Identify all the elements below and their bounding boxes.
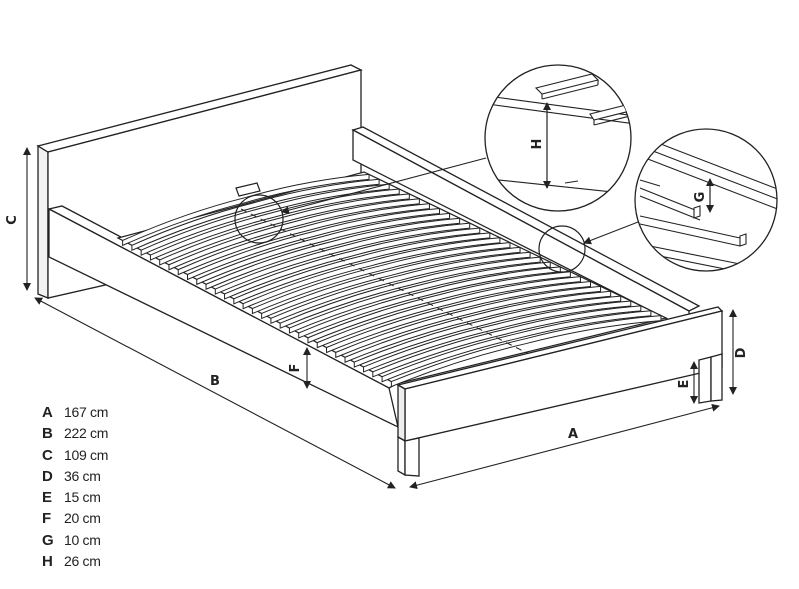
slat <box>353 295 622 368</box>
slat <box>251 242 511 315</box>
slat <box>159 193 410 266</box>
label-h: H <box>530 139 545 150</box>
slat <box>326 280 591 354</box>
legend-key: B <box>42 425 53 443</box>
slat-base <box>116 171 668 388</box>
legend-row-g: G 10 cm <box>42 530 202 551</box>
label-g: G <box>693 192 708 203</box>
legend-value: 26 cm <box>64 553 101 570</box>
slat <box>224 227 481 300</box>
legend-key: E <box>42 489 53 507</box>
label-a: A <box>568 427 578 442</box>
slat <box>372 305 642 378</box>
slat-bracket <box>235 182 261 197</box>
detail-callout-g: G <box>634 128 778 272</box>
slat <box>270 251 531 325</box>
slat <box>335 285 602 359</box>
legend-key: D <box>42 467 53 485</box>
legend-key: F <box>42 510 52 528</box>
leader-lines <box>281 157 639 245</box>
label-d: D <box>734 347 749 358</box>
dimension-lines <box>23 147 737 490</box>
legend-value: 15 cm <box>64 489 101 506</box>
slat <box>205 217 461 290</box>
slat <box>381 310 652 383</box>
legend-value: 109 cm <box>64 446 109 463</box>
slat <box>233 232 491 305</box>
slat <box>122 173 370 247</box>
legend-key: C <box>42 446 53 464</box>
slat <box>187 207 440 281</box>
slat <box>196 212 451 286</box>
slat <box>177 203 430 276</box>
detail-marker-g <box>234 194 284 244</box>
legend-key: G <box>42 531 54 549</box>
slat <box>363 300 632 373</box>
slat <box>261 246 521 320</box>
legend-row-a: A 167 cm <box>42 402 202 423</box>
slat <box>242 237 501 310</box>
legend-row-e: E 15 cm <box>42 487 202 508</box>
legend-row-h: H 26 cm <box>42 551 202 572</box>
detail-marker-h <box>538 225 586 273</box>
slat <box>344 290 612 363</box>
legend-row-b: B 222 cm <box>42 423 202 444</box>
legend-value: 167 cm <box>64 404 109 420</box>
legend-value: 20 cm <box>64 510 101 527</box>
legend-row-d: D 36 cm <box>42 466 202 487</box>
legend-value: 10 cm <box>64 531 101 548</box>
legend-value: 222 cm <box>64 425 109 442</box>
label-b: B <box>210 374 220 389</box>
legend-value: 36 cm <box>64 467 101 484</box>
far-side-rail <box>351 126 701 332</box>
legend-row-c: C 109 cm <box>42 445 202 466</box>
legend-row-f: F 20 cm <box>42 508 202 529</box>
label-f: F <box>288 364 303 373</box>
slat <box>214 222 471 295</box>
slat <box>140 183 390 256</box>
label-c: C <box>5 215 20 225</box>
slat <box>149 188 400 261</box>
slat <box>316 276 581 349</box>
legend-key: A <box>42 404 53 421</box>
legend-key: H <box>42 553 53 571</box>
slat <box>131 178 380 252</box>
slat <box>168 198 420 271</box>
label-e: E <box>677 380 692 389</box>
detail-callout-h: H <box>484 64 632 212</box>
